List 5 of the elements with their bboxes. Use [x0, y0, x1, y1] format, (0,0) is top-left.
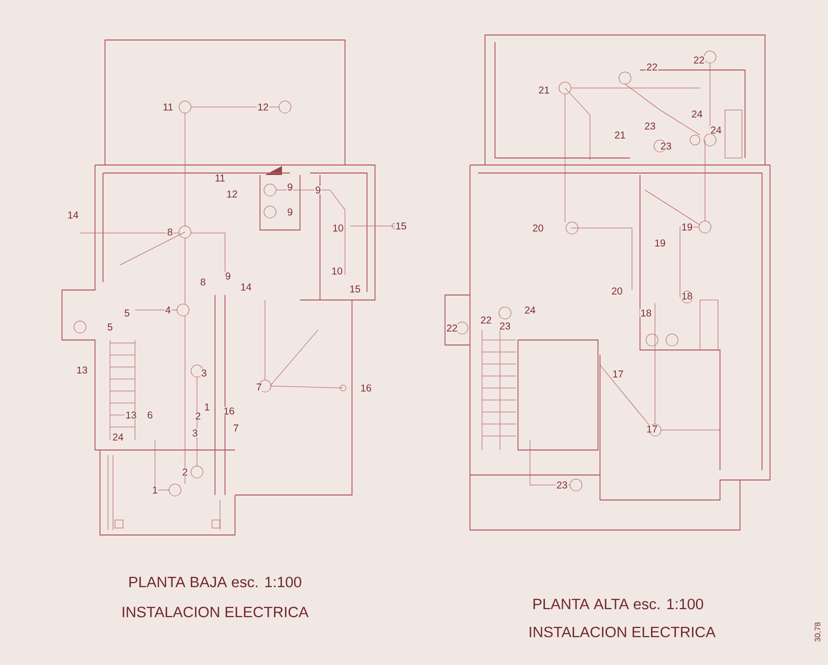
- scale-note: 30,78: [814, 622, 822, 642]
- plan-title: PLANTA BAJA esc. 1:100: [129, 576, 302, 588]
- plan-title: PLANTA ALTA esc. 1:100: [534, 598, 704, 610]
- plan-title: INSTALACION ELECTRICA: [530, 626, 716, 638]
- plan-title: INSTALACION ELECTRICA: [122, 606, 309, 618]
